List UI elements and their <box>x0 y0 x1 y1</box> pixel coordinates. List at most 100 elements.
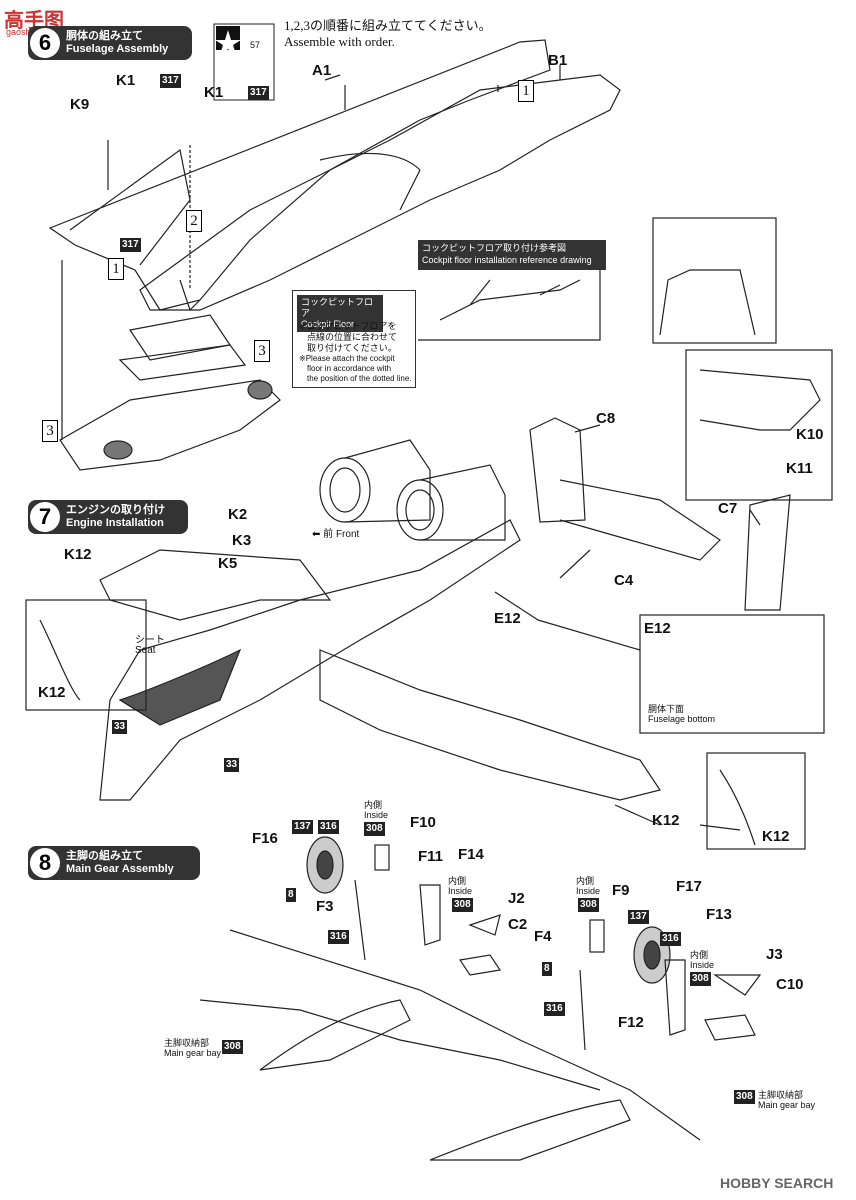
part-K12b: K12 <box>38 684 66 701</box>
cockpit-floor-en: Cockpit Floor <box>301 319 355 329</box>
code-8b: 8 <box>542 962 552 976</box>
seat-en: Seat <box>135 645 156 656</box>
code-308a: 308 <box>364 822 385 836</box>
part-K12c: K12 <box>652 812 680 829</box>
cockpit-floor-note: コックピットフロア Cockpit Floor ※コックピットフロアを 点線の位… <box>292 290 416 388</box>
part-C7: C7 <box>718 500 738 517</box>
cockpit-floor-jp: コックピットフロア <box>301 297 374 318</box>
code-33b: 33 <box>224 758 240 772</box>
watermark-brand: HOBBY SEARCH <box>720 1175 834 1191</box>
fus-bottom-en: Fuselage bottom <box>648 714 716 724</box>
code-137b: 137 <box>628 910 649 924</box>
inside-en-c: Inside <box>576 886 601 896</box>
part-A1: A1 <box>312 62 332 79</box>
part-K5: K5 <box>218 555 238 572</box>
part-C2: C2 <box>508 916 528 933</box>
note-en-3: the position of the dotted line. <box>307 374 412 383</box>
part-K3: K3 <box>232 532 252 549</box>
step8-header: 8 主脚の組み立て Main Gear Assembly <box>28 846 200 880</box>
step-marker-3b: 3 <box>42 420 58 442</box>
step7-title-en: Engine Installation <box>66 517 164 529</box>
cockpit-ref-jp: コックピットフロア取り付け参考図 <box>422 243 567 253</box>
part-F11: F11 <box>418 848 444 865</box>
note-jp-1: ※コックピットフロアを <box>299 321 397 331</box>
part-K1b: K1 <box>204 84 224 101</box>
part-F13: F13 <box>706 906 732 923</box>
code-316b: 316 <box>328 930 349 944</box>
cockpit-ref-caption: コックピットフロア取り付け参考図 Cockpit floor installat… <box>418 240 606 270</box>
inside-jp-a: 内側 <box>364 800 383 810</box>
note-en-1: ※Please attach the cockpit <box>299 354 395 363</box>
gear-bay-en-a: Main gear bay <box>164 1048 222 1058</box>
gear-bay-en-b: Main gear bay <box>758 1100 816 1110</box>
seat-jp: シート <box>135 635 165 646</box>
step-marker-1b: 1 <box>108 258 124 280</box>
instruction-jp: 1,2,3の順番に組み立ててください。 <box>284 18 492 33</box>
note-jp-3: 取り付けてください。 <box>307 343 397 353</box>
step-marker-1a: 1 <box>518 80 534 102</box>
step8-title-en: Main Gear Assembly <box>66 863 174 875</box>
code-8a: 8 <box>286 888 296 902</box>
inside-en-a: Inside <box>364 810 389 820</box>
part-K10: K10 <box>796 426 824 443</box>
note-jp-2: 点線の位置に合わせて <box>307 332 398 342</box>
step6-header: 6 胴体の組み立て Fuselage Assembly <box>28 26 192 60</box>
ref-code: 57 <box>250 40 261 50</box>
part-K11: K11 <box>786 460 813 477</box>
code-316a: 316 <box>318 820 339 834</box>
code-316c: 316 <box>660 932 681 946</box>
part-F17: F17 <box>676 878 702 895</box>
step8-number: 8 <box>30 848 60 878</box>
code-308d: 308 <box>690 972 711 986</box>
step7-title-jp: エンジンの取り付け <box>66 504 165 516</box>
code-317b: 317 <box>248 86 269 100</box>
step6-title-jp: 胴体の組み立て <box>66 30 143 42</box>
code-317a: 317 <box>160 74 181 88</box>
part-F4: F4 <box>534 928 552 945</box>
part-F16: F16 <box>252 830 278 847</box>
part-K9: K9 <box>70 96 90 113</box>
part-K12a: K12 <box>64 546 92 563</box>
inside-jp-b: 内側 <box>448 876 467 886</box>
inside-jp-c: 内側 <box>576 876 595 886</box>
step8-title-jp: 主脚の組み立て <box>66 850 143 862</box>
front-en-text: Front <box>335 529 360 540</box>
code-33a: 33 <box>112 720 128 734</box>
part-E12b: E12 <box>644 620 671 637</box>
part-K1: K1 <box>116 72 136 89</box>
part-F3: F3 <box>316 898 334 915</box>
part-K2: K2 <box>228 506 248 523</box>
gear-bay-jp-b: 主脚収納部 <box>758 1090 804 1100</box>
part-J3: J3 <box>766 946 783 963</box>
part-F12: F12 <box>618 1014 644 1031</box>
part-E12a: E12 <box>494 610 521 627</box>
part-F9: F9 <box>612 882 630 899</box>
part-J2: J2 <box>508 890 525 907</box>
part-F14: F14 <box>458 846 484 863</box>
part-C4: C4 <box>614 572 634 589</box>
part-F10: F10 <box>410 814 436 831</box>
step-marker-2: 2 <box>186 210 202 232</box>
code-137a: 137 <box>292 820 313 834</box>
step-marker-3a: 3 <box>254 340 270 362</box>
cockpit-ref-en: Cockpit floor installation reference dra… <box>422 255 592 265</box>
step6-title-en: Fuselage Assembly <box>66 43 169 55</box>
part-C8: C8 <box>596 410 616 427</box>
code-316d: 316 <box>544 1002 565 1016</box>
inside-en-d: Inside <box>690 960 715 970</box>
code-308e: 308 <box>222 1040 243 1054</box>
note-en-2: floor in accordance with <box>307 364 392 373</box>
step7-header: 7 エンジンの取り付け Engine Installation <box>28 500 188 534</box>
fus-bottom-jp: 胴体下面 <box>648 704 685 714</box>
code-317c: 317 <box>120 238 141 252</box>
instruction-en: Assemble with order. <box>284 34 395 49</box>
